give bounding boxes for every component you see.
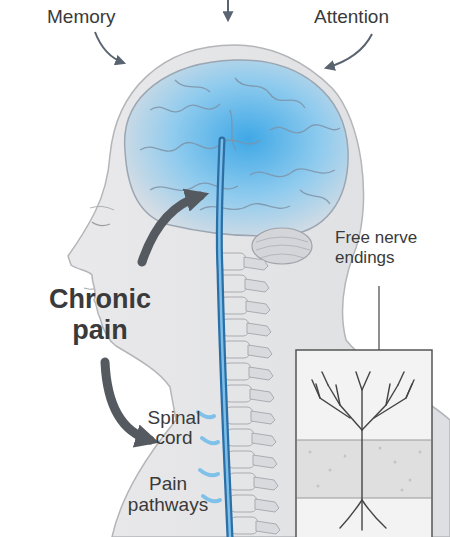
part-label: Pain pathways	[122, 474, 214, 516]
part-label: Spinal cord	[136, 408, 212, 448]
part-label: Memory	[47, 6, 167, 29]
title-label: Chronic pain	[34, 284, 166, 346]
part-label: Attention	[314, 6, 424, 29]
part-label: Free nerve endings	[335, 228, 435, 269]
